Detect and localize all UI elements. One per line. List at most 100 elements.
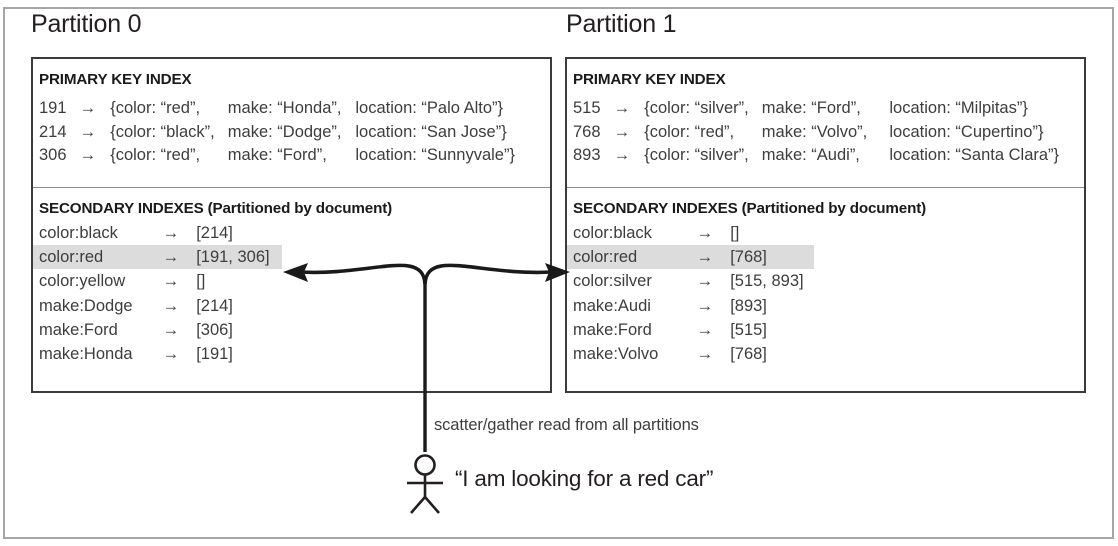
pk-make: make: “Volvo”, (761, 122, 868, 141)
partition-1-title: Partition 1 (566, 10, 677, 38)
index-ids: [] (730, 224, 740, 242)
primary-key-index-rows: 191 → {color: “red”, make: “Honda”, loca… (39, 97, 515, 168)
pk-location: location: “Sunnyvale”} (355, 146, 515, 164)
arrow-icon: → (162, 248, 180, 267)
primary-key-index-heading: PRIMARY KEY INDEX (39, 71, 192, 88)
arrow-icon: → (79, 99, 97, 117)
arrow-icon: → (696, 272, 714, 291)
arrow-icon: → (613, 146, 631, 164)
list-item: make:Ford → [306] (33, 318, 282, 342)
pk-location: location: “Cupertino”} (889, 122, 1044, 141)
arrow-icon: → (613, 122, 631, 141)
user-query-quote: “I am looking for a red car” (455, 466, 714, 491)
list-item: make:Honda → [191] (33, 342, 282, 366)
pk-key: 214 (39, 122, 67, 141)
table-row: 306 → {color: “red”, make: “Ford”, locat… (39, 144, 515, 168)
arrow-icon: → (696, 224, 714, 242)
pk-key: 515 (573, 99, 601, 117)
index-term: make:Dodge (39, 296, 133, 315)
arrow-icon: → (162, 344, 180, 363)
index-ids: [893] (730, 296, 767, 315)
secondary-indexes-heading: SECONDARY INDEXES (Partitioned by docume… (573, 200, 927, 217)
pk-key: 768 (573, 122, 601, 141)
index-ids: [214] (196, 296, 233, 315)
index-term: color:black (573, 224, 652, 242)
partition-1-box: PRIMARY KEY INDEX 515 → {color: “silver”… (565, 57, 1086, 393)
arrow-icon: → (162, 272, 180, 291)
list-item: color:yellow → [] (33, 269, 282, 293)
arrow-icon: → (79, 146, 97, 164)
arrow-icon: → (696, 344, 714, 363)
list-item: color:silver → [515, 893] (567, 269, 814, 293)
index-term: make:Honda (39, 344, 133, 363)
pk-key: 306 (39, 146, 67, 164)
list-item: color:black → [214] (33, 221, 282, 245)
table-row: 214 → {color: “black”, make: “Dodge”, lo… (39, 121, 515, 145)
list-item: color:black → [] (567, 221, 814, 245)
figure-outer-frame (3, 7, 1114, 539)
list-item: make:Ford → [515] (567, 318, 814, 342)
pk-location: location: “San Jose”} (355, 122, 507, 141)
pk-color: {color: “silver”, (644, 99, 749, 117)
list-item: make:Dodge → [214] (33, 294, 282, 318)
index-term: make:Ford (573, 320, 652, 339)
partition-0-title: Partition 0 (31, 10, 142, 38)
list-item-highlighted: color:red → [768] (567, 245, 814, 270)
arrow-icon: → (613, 99, 631, 117)
arrow-icon: → (696, 320, 714, 339)
table-row: 768 → {color: “red”, make: “Volvo”, loca… (573, 121, 1059, 145)
pk-make: make: “Honda”, (227, 99, 342, 117)
arrow-icon: → (696, 296, 714, 315)
index-term: color:black (39, 224, 118, 242)
pk-location: location: “Milpitas”} (889, 99, 1028, 117)
pk-color: {color: “red”, (110, 99, 201, 117)
primary-key-index-rows: 515 → {color: “silver”, make: “Ford”, lo… (573, 97, 1059, 168)
pk-make: make: “Ford”, (761, 99, 861, 117)
index-ids: [] (196, 272, 206, 291)
section-divider (567, 187, 1084, 188)
index-ids: [515] (730, 320, 767, 339)
table-row: 515 → {color: “silver”, make: “Ford”, lo… (573, 97, 1059, 121)
pk-location: location: “Palo Alto”} (355, 99, 504, 117)
index-term: make:Audi (573, 296, 651, 315)
pk-key: 893 (573, 146, 601, 164)
index-ids: [191] (196, 344, 233, 363)
arrow-icon: → (162, 224, 180, 242)
pk-color: {color: “black”, (110, 122, 215, 141)
index-term: make:Volvo (573, 344, 659, 363)
pk-make: make: “Ford”, (227, 146, 327, 164)
index-term: color:yellow (39, 272, 126, 291)
pk-key: 191 (39, 99, 67, 117)
secondary-index-rows: color:black → [] color:red → [768] color… (567, 221, 814, 366)
partition-0-box: PRIMARY KEY INDEX 191 → {color: “red”, m… (31, 57, 552, 393)
list-item: make:Volvo → [768] (567, 342, 814, 366)
index-ids: [515, 893] (730, 272, 804, 291)
index-term: color:red (39, 248, 104, 267)
pk-color: {color: “silver”, (644, 146, 749, 164)
section-divider (33, 187, 550, 188)
index-ids: [191, 306] (196, 248, 270, 267)
list-item-highlighted: color:red → [191, 306] (33, 245, 282, 270)
index-ids: [768] (730, 344, 767, 363)
pk-location: location: “Santa Clara”} (889, 146, 1060, 164)
index-ids: [306] (196, 320, 233, 339)
pk-color: {color: “red”, (110, 146, 201, 164)
table-row: 893 → {color: “silver”, make: “Audi”, lo… (573, 144, 1059, 168)
index-term: color:silver (573, 272, 652, 291)
index-ids: [768] (730, 248, 767, 267)
arrow-icon: → (162, 296, 180, 315)
index-term: make:Ford (39, 320, 118, 339)
secondary-indexes-heading: SECONDARY INDEXES (Partitioned by docume… (39, 200, 393, 217)
primary-key-index-heading: PRIMARY KEY INDEX (573, 71, 726, 88)
index-term: color:red (573, 248, 638, 267)
scatter-gather-caption: scatter/gather read from all partitions (434, 416, 699, 434)
pk-make: make: “Dodge”, (227, 122, 342, 141)
list-item: make:Audi → [893] (567, 294, 814, 318)
arrow-icon: → (696, 248, 714, 267)
arrow-icon: → (79, 122, 97, 141)
arrow-icon: → (162, 320, 180, 339)
secondary-index-rows: color:black → [214] color:red → [191, 30… (33, 221, 282, 366)
pk-make: make: “Audi”, (761, 146, 860, 164)
table-row: 191 → {color: “red”, make: “Honda”, loca… (39, 97, 515, 121)
